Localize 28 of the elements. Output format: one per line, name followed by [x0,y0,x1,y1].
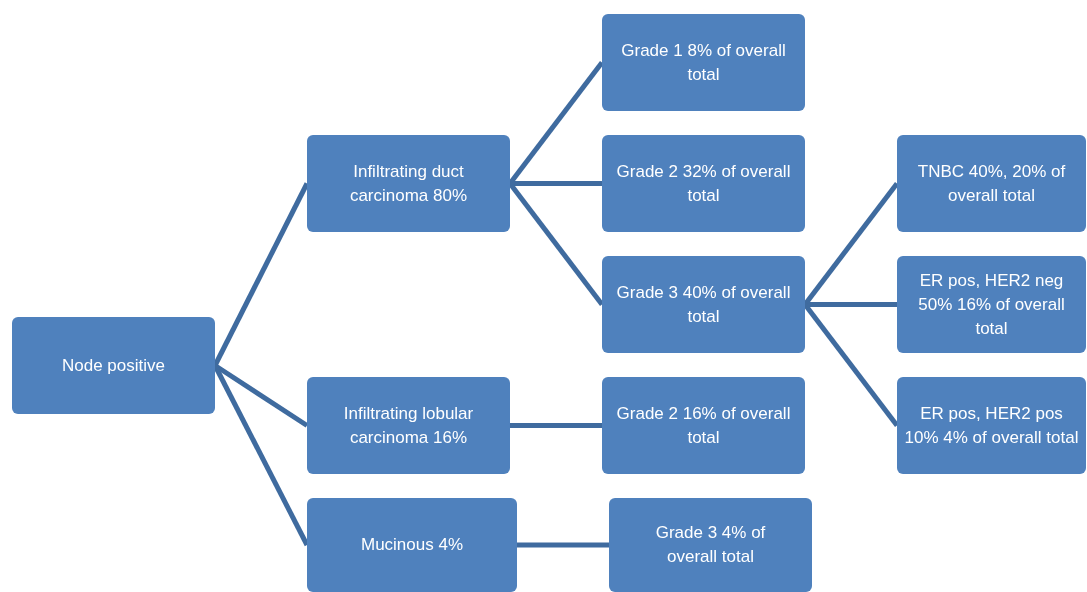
category-box [307,135,510,232]
box-label: Grade 3 40% of overall total [615,281,792,328]
category-box [897,135,1086,232]
box-label: Grade 3 4% of overall total [654,522,767,568]
box-label: Grade 1 8% of overall total [620,39,787,86]
category-box [897,377,1086,474]
category-box [602,377,805,474]
category-box [307,377,510,474]
category-box [12,317,215,414]
category-box [602,135,805,232]
box-label: ER pos, HER2 neg 50% 16% of overall total [917,269,1066,340]
category-box [609,498,812,592]
box-label: Grade 2 16% of overall total [615,402,792,449]
connector-line [805,302,897,307]
box-label: ER pos, HER2 pos 10% 4% of overall total [903,402,1080,449]
connector-line [510,423,602,428]
category-box [897,256,1086,353]
connector-line [510,181,602,186]
box-label: Node positive [62,354,165,377]
box-label: Grade 2 32% of overall total [615,160,792,207]
box-label: Infiltrating lobular carcinoma 16% [342,402,475,449]
box-label: TNBC 40%, 20% of overall total [916,160,1067,207]
category-box [602,14,805,111]
category-box [602,256,805,353]
box-label: Infiltrating duct carcinoma 80% [348,160,469,207]
box-label: Mucinous 4% [360,534,464,556]
category-box [307,498,517,592]
connector-line [517,542,609,548]
